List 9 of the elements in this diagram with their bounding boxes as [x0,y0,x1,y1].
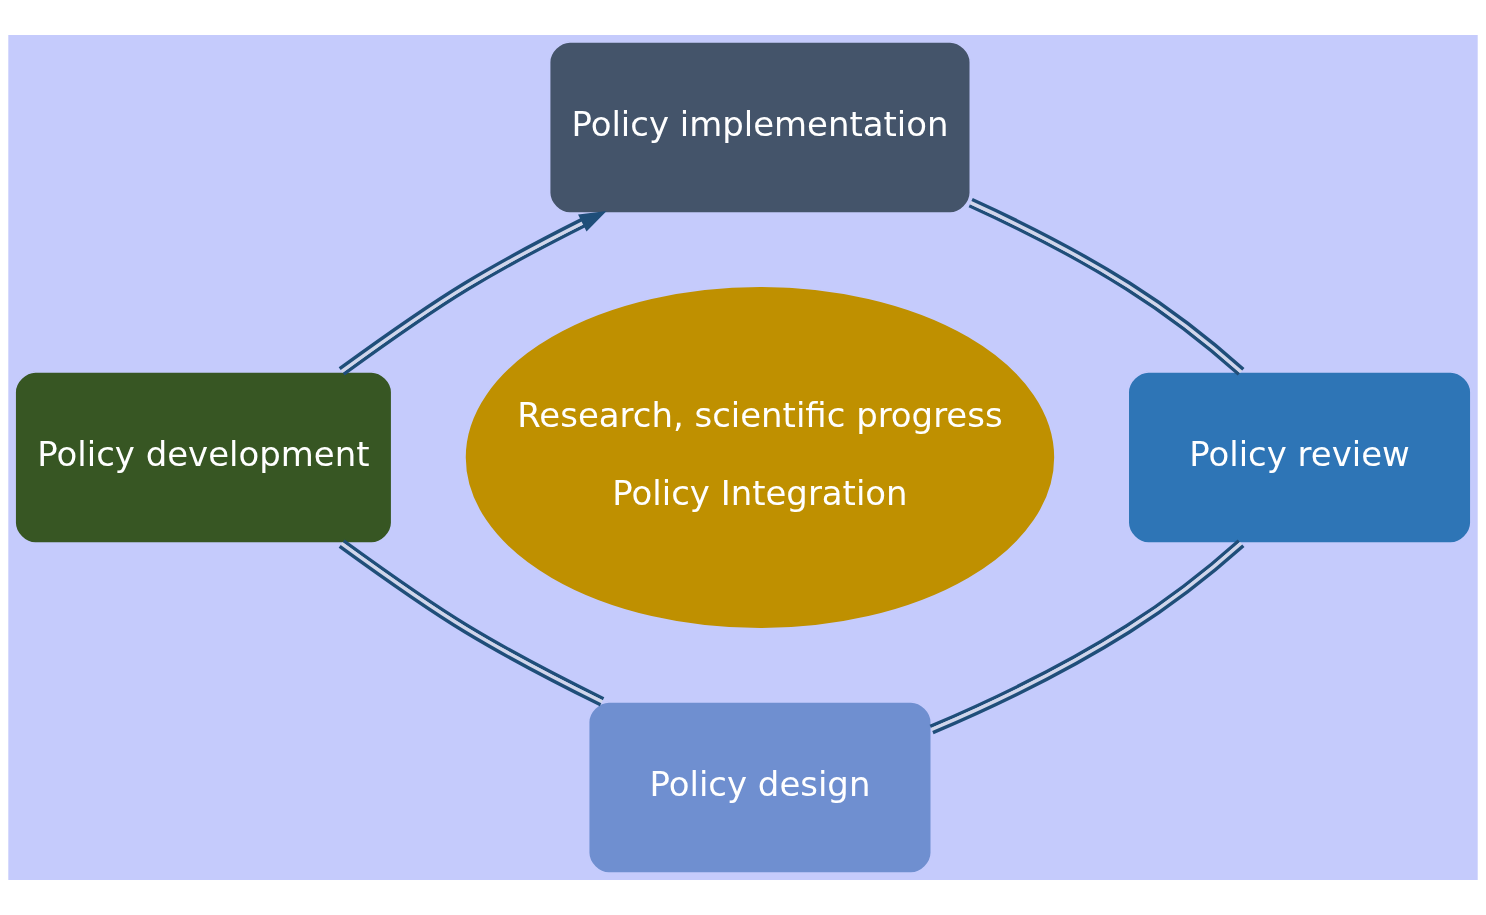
connector [929,539,1245,735]
connector [338,539,605,707]
node-ellipse: Research, scientific progress Policy Integration [464,285,1056,630]
node-box: Policy development [14,370,393,545]
node-box: Policy design [587,701,933,875]
arrow [338,210,607,376]
node-box: Policy implementation [548,40,972,214]
node-box: Policy review [1127,370,1472,545]
connector [968,198,1245,376]
